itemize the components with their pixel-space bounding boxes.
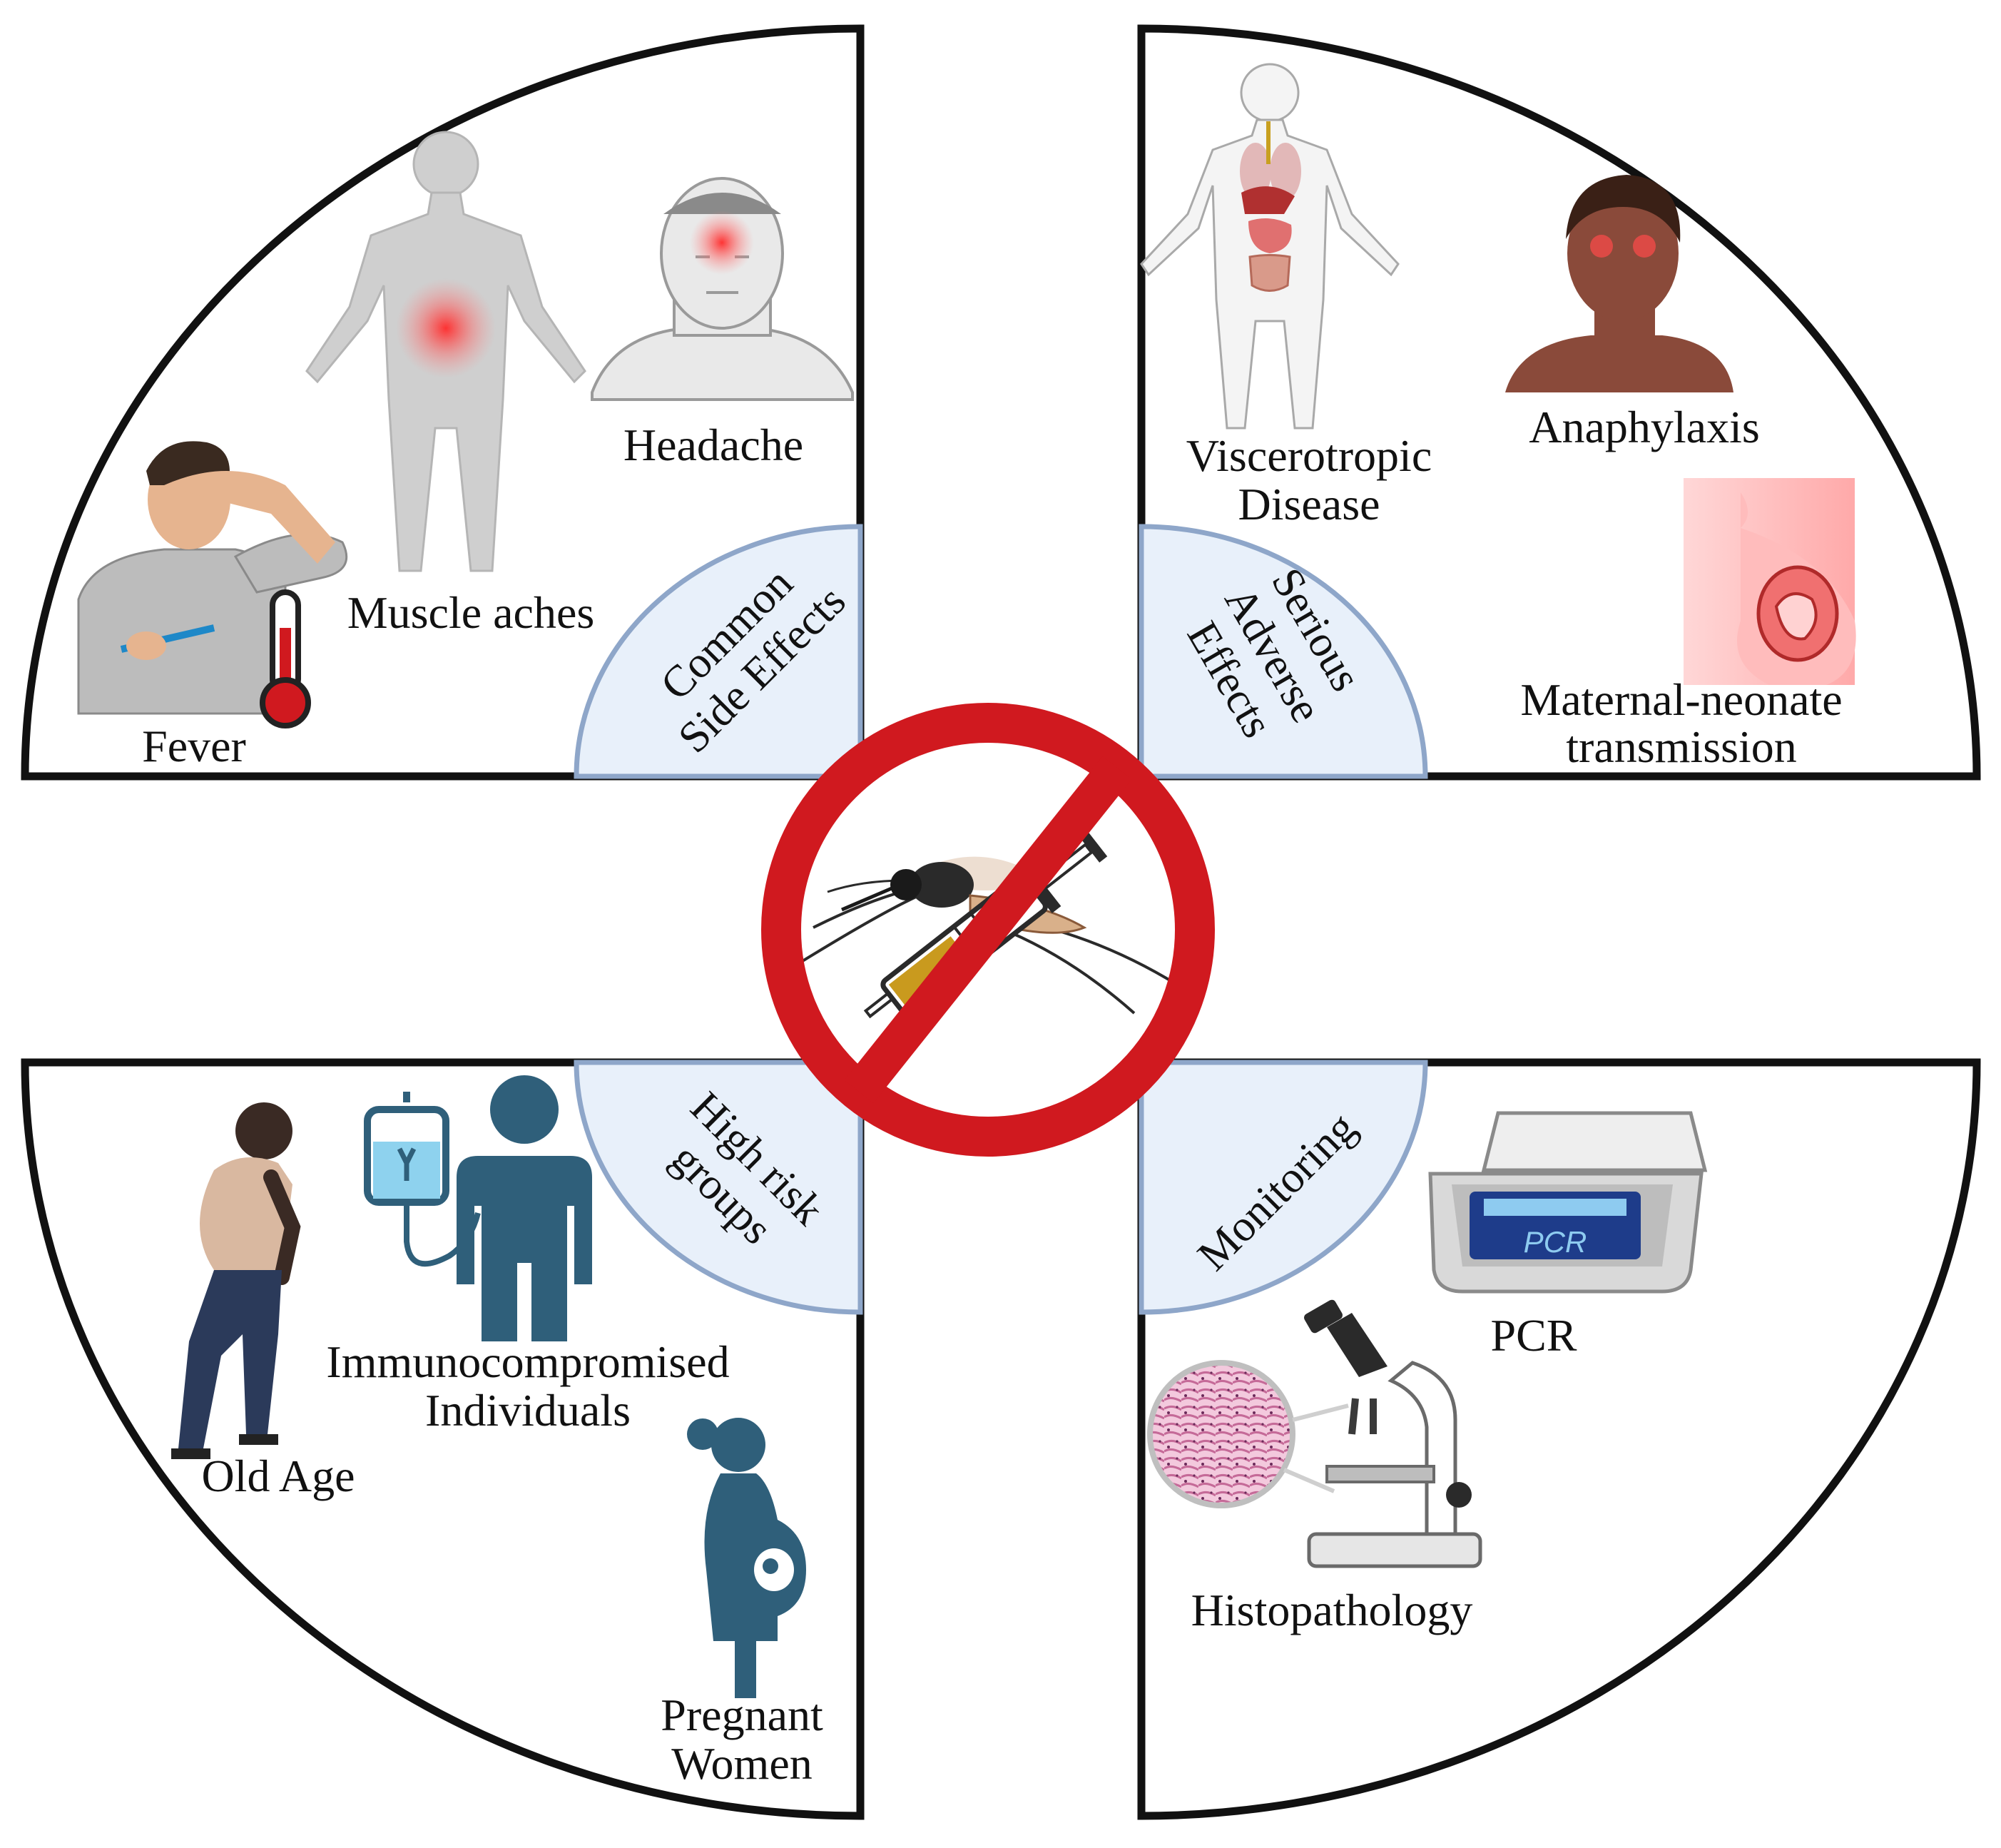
tab-monitoring (1139, 1060, 1428, 1315)
prohibition-sign-icon (761, 703, 1215, 1157)
fever-person-icon (77, 441, 348, 715)
thermometer-icon (260, 589, 311, 728)
label-maternal-line1: Maternal-neonate (1520, 674, 1842, 725)
label-histopathology: Histopathology (1191, 1585, 1473, 1635)
organ-body-icon (1140, 63, 1400, 430)
tab-high-risk-groups (574, 1060, 863, 1315)
headache-highlight (690, 210, 754, 275)
iv-bag-icon (364, 1092, 481, 1267)
back-pain-body-icon (305, 131, 586, 572)
quadrant-bottom-left-outline (21, 1058, 865, 1820)
pregnant-woman-icon (687, 1418, 806, 1698)
tab-serious-adverse-effects (1139, 524, 1428, 779)
tab-common-side-effects (574, 524, 863, 779)
elderly-person-icon (171, 1102, 301, 1459)
label-pcr: PCR (1491, 1310, 1577, 1361)
label-immunocompromised-line2: Individuals (425, 1385, 631, 1436)
label-viscerotropic-line2: Disease (1238, 479, 1380, 529)
label-fever: Fever (142, 721, 246, 771)
label-headache: Headache (623, 420, 803, 470)
label-anaphylaxis: Anaphylaxis (1529, 402, 1760, 452)
tissue-slide-icon (1147, 1360, 1349, 1508)
center-emblem (761, 703, 1215, 1157)
label-maternal-line2: transmission (1566, 721, 1797, 772)
microscope-icon (1304, 1299, 1482, 1568)
pcr-screen-text: PCR (1524, 1225, 1587, 1259)
quadrant-top-left-outline (21, 24, 865, 781)
back-pain-highlight (396, 278, 496, 378)
person-icon (457, 1075, 592, 1341)
quadrant-outlines (21, 24, 1981, 1820)
label-viscerotropic-line1: Viscerotropic (1186, 430, 1432, 481)
label-muscle-aches: Muscle aches (347, 587, 595, 638)
quadrant-top-right-outline (1137, 24, 1981, 781)
category-tabs (574, 524, 1428, 1315)
label-immunocompromised-line1: Immunocompromised (326, 1336, 729, 1387)
pregnant-belly-icon (1684, 478, 1856, 685)
label-pregnant-line1: Pregnant (661, 1690, 823, 1740)
pcr-machine-icon: PCR (1428, 1111, 1708, 1294)
label-old-age: Old Age (201, 1451, 355, 1501)
anaphylaxis-face-icon (1505, 175, 1733, 392)
quadrant-bottom-right-outline (1137, 1058, 1981, 1820)
label-pregnant-line2: Women (671, 1738, 812, 1789)
